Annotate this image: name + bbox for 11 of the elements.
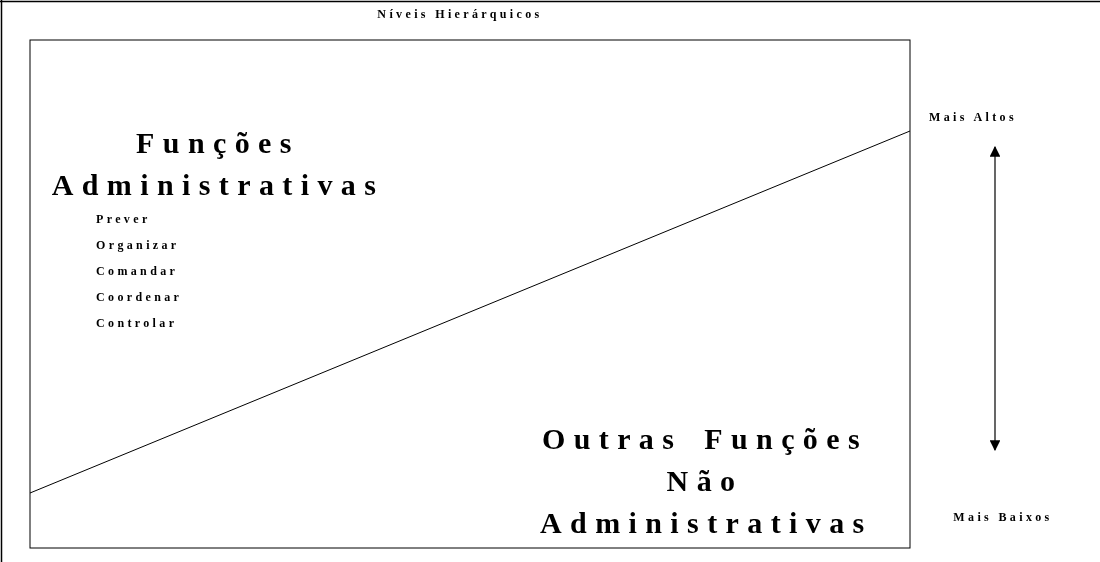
level-label: Mais Baixos [952,510,1054,525]
list-item: Comandar [96,263,180,280]
list-item: Organizar [96,237,181,254]
level-label: Mais Altos [928,110,1018,125]
heading: Funções Administrativas [50,125,386,203]
list-item: Controlar [96,315,179,332]
double-arrow [989,145,1001,452]
list-item: Coordenar [96,289,184,306]
title: Níveis Hierárquicos [376,7,544,22]
list-item: Prever [96,211,152,228]
heading: Outras Funções Não Administrativas [540,421,870,541]
